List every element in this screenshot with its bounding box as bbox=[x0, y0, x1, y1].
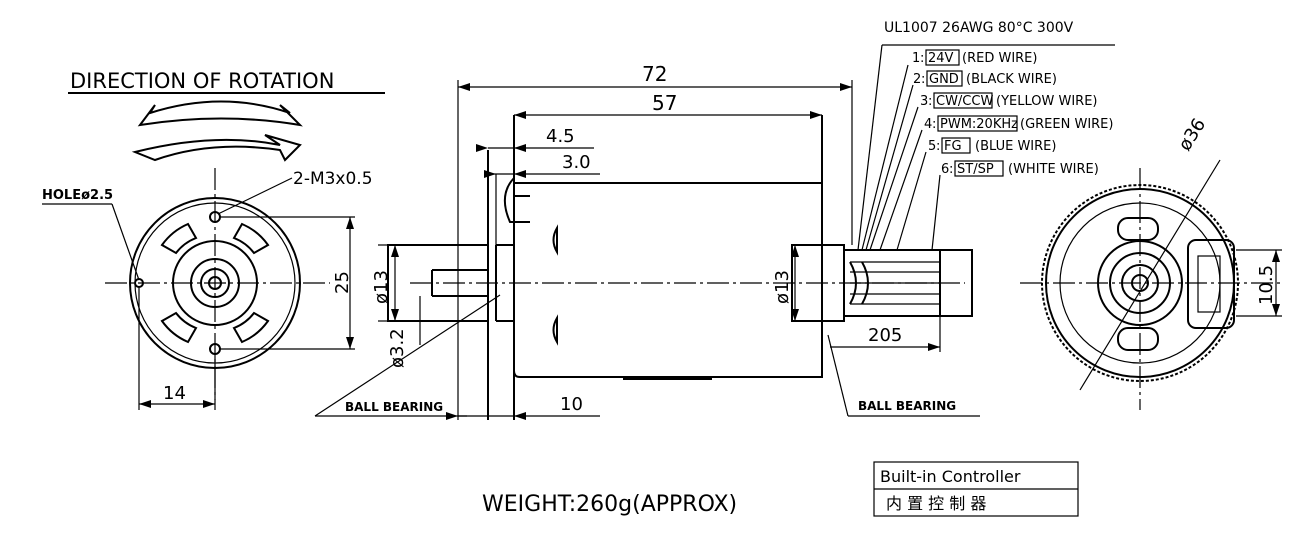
wire-code: 24V bbox=[928, 51, 954, 66]
rotation-title: DIRECTION OF ROTATION bbox=[70, 69, 334, 93]
wire-color: (BLACK WIRE) bbox=[966, 72, 1057, 87]
wire-num: 1 bbox=[912, 51, 920, 66]
dim-72: 72 bbox=[642, 62, 667, 86]
svg-text::: : bbox=[949, 162, 953, 177]
controller-cn: 内 置 控 制 器 bbox=[886, 494, 986, 513]
dim-36: ø36 bbox=[1174, 115, 1210, 155]
controller-en: Built-in Controller bbox=[880, 467, 1021, 486]
wire-color: (RED WIRE) bbox=[962, 51, 1037, 66]
wire-num: 4 bbox=[924, 117, 932, 132]
dim-3-2: ø3.2 bbox=[387, 328, 408, 368]
hole-label: HOLEø2.5 bbox=[42, 188, 113, 203]
screw-label: 2-M3x0.5 bbox=[293, 169, 373, 189]
weight-label: WEIGHT:260g(APPROX) bbox=[482, 492, 737, 517]
wire-code: PWM:20KHz bbox=[940, 117, 1018, 132]
dim-25: 25 bbox=[332, 271, 353, 294]
wire-code: CW/CCW bbox=[936, 94, 993, 109]
front-view bbox=[42, 92, 385, 410]
wire-num: 3 bbox=[920, 94, 928, 109]
wire-code: ST/SP bbox=[957, 162, 994, 177]
wire-color: (WHITE WIRE) bbox=[1008, 162, 1099, 177]
side-view bbox=[314, 44, 1115, 420]
wire-num: 2 bbox=[913, 72, 921, 87]
wire-code: GND bbox=[929, 72, 959, 87]
wire-spec: UL1007 26AWG 80°C 300V bbox=[884, 20, 1074, 36]
svg-text::: : bbox=[928, 94, 932, 109]
dim-10: 10 bbox=[560, 394, 583, 415]
wire-num: 5 bbox=[928, 139, 936, 154]
wire-color: (BLUE WIRE) bbox=[975, 139, 1056, 154]
svg-text::: : bbox=[932, 117, 936, 132]
svg-text::: : bbox=[921, 72, 925, 87]
dim-3-0: 3.0 bbox=[562, 152, 591, 173]
dim-13-front: ø13 bbox=[371, 270, 392, 304]
wire-list: 1 : 24V (RED WIRE) 2 : GND (BLACK WIRE) … bbox=[912, 49, 1113, 177]
svg-text::: : bbox=[920, 51, 924, 66]
dim-57: 57 bbox=[652, 91, 677, 115]
dim-4-5: 4.5 bbox=[546, 126, 575, 147]
ball-bearing-label: BALL BEARING bbox=[345, 400, 443, 414]
rear-view bbox=[1020, 159, 1282, 410]
wire-color: (GREEN WIRE) bbox=[1020, 117, 1113, 132]
dim-205: 205 bbox=[868, 325, 902, 346]
wire-code: FG bbox=[944, 139, 962, 154]
ball-bearing-label: BALL BEARING bbox=[858, 399, 956, 413]
wire-color: (YELLOW WIRE) bbox=[996, 94, 1097, 109]
dim-14: 14 bbox=[163, 383, 186, 404]
wire-num: 6 bbox=[941, 162, 949, 177]
svg-text::: : bbox=[936, 139, 940, 154]
dim-13-rear: ø13 bbox=[772, 270, 793, 304]
dim-10-5: 10.5 bbox=[1256, 265, 1277, 305]
